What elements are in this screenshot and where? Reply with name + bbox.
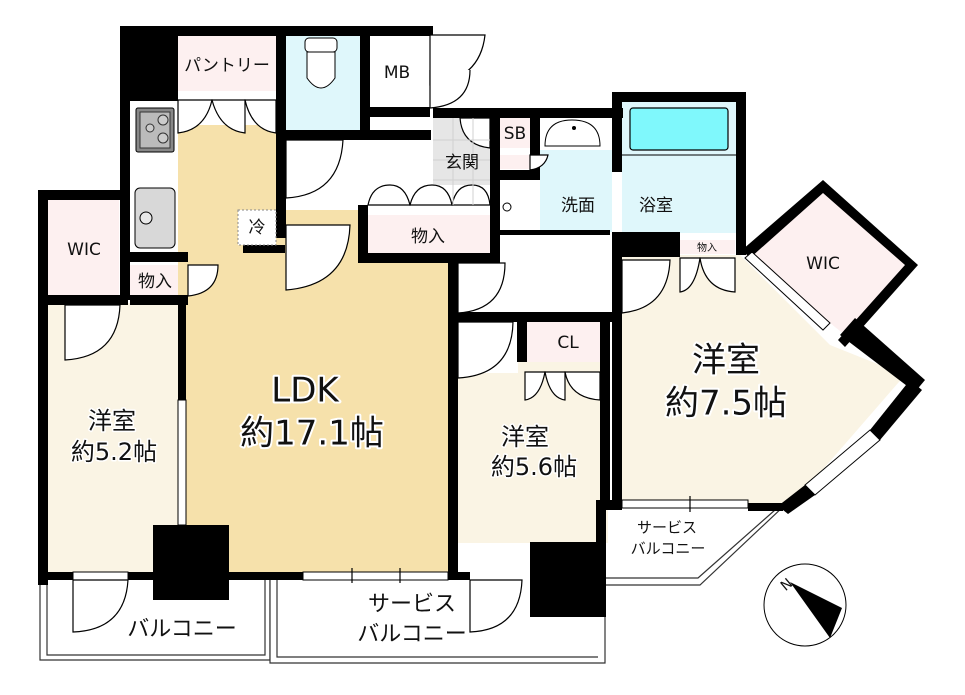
bedroom-storage-label: 物入 bbox=[697, 241, 717, 254]
ldk-size: 約17.1帖 bbox=[240, 414, 384, 454]
western-room-3-name: 洋室 bbox=[692, 341, 760, 381]
fridge-space bbox=[237, 209, 277, 246]
sb-label: SB bbox=[504, 124, 526, 144]
windows bbox=[72, 251, 881, 583]
service-balcony-main-line2: バルコニー bbox=[357, 622, 467, 647]
bathroom-label: 浴室 bbox=[639, 196, 673, 216]
toilet-icon bbox=[304, 37, 338, 89]
labels: LDK 約17.1帖 洋室 約5.2帖 洋室 約5.6帖 洋室 約7.5帖 パン… bbox=[67, 56, 840, 647]
western-room-3-size: 約7.5帖 bbox=[665, 384, 787, 424]
western-room-1-name: 洋室 bbox=[88, 407, 136, 435]
washroom-label: 洗面 bbox=[561, 196, 595, 216]
ldk-name: LDK bbox=[271, 371, 340, 411]
wic-left-label: WIC bbox=[67, 240, 101, 260]
western-room-1-size: 約5.2帖 bbox=[71, 438, 157, 466]
service-balcony-side-line2: バルコニー bbox=[631, 540, 706, 558]
kitchen-storage-label: 物入 bbox=[138, 272, 172, 292]
bathtub-icon bbox=[629, 107, 729, 151]
fridge-label: 冷 bbox=[249, 218, 266, 238]
mb-label: MB bbox=[384, 63, 410, 83]
wic-right-label: WIC bbox=[806, 254, 840, 274]
pantry-label: パントリー bbox=[184, 56, 270, 76]
wash-basin-icon bbox=[544, 119, 601, 147]
door-swings bbox=[64, 34, 736, 633]
fixtures bbox=[134, 37, 736, 249]
western-room-2-size: 約5.6帖 bbox=[491, 453, 577, 481]
western-room-2-name: 洋室 bbox=[501, 423, 549, 451]
stove-icon bbox=[135, 107, 175, 153]
balconies bbox=[39, 504, 786, 664]
kitchen-sink-icon bbox=[134, 187, 176, 249]
hall-storage-label: 物入 bbox=[411, 227, 445, 247]
entrance-label: 玄関 bbox=[445, 153, 479, 173]
service-balcony-side-line1: サービス bbox=[637, 519, 697, 537]
compass-icon: N bbox=[763, 563, 847, 647]
service-balcony-main-line1: サービス bbox=[368, 592, 456, 617]
walls bbox=[38, 26, 925, 617]
balcony-label: バルコニー bbox=[127, 617, 237, 642]
closet-label: CL bbox=[557, 333, 579, 353]
